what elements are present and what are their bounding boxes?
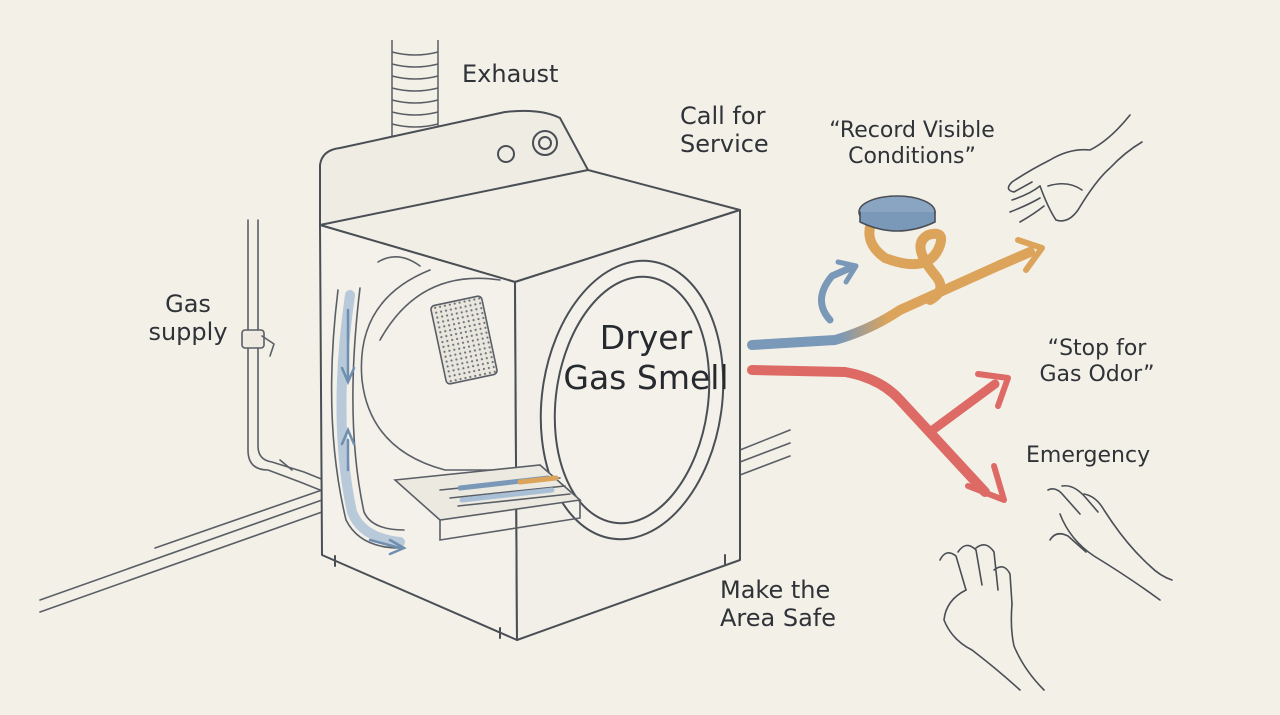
gas-supply-label: Gas supply [148,290,228,347]
emergency-label: Emergency [1026,443,1151,468]
floor-lines [39,429,791,613]
make-the-area-safe-label: Make the Area Safe [720,576,837,633]
hand-bottom-left [939,544,1045,691]
exhaust-duct [391,40,439,140]
stop-for-gas-odor-label: “Stop for Gas Odor” [1039,336,1155,387]
record-visible-conditions-label: “Record Visible Conditions” [829,118,995,169]
airflow-path [336,290,559,556]
hand-top-right [1007,114,1143,223]
hand-bottom-right [1047,484,1173,601]
flow-paths [747,195,1045,503]
exhaust-label: Exhaust [462,60,559,88]
dryer-gas-smell-label: Dryer Gas Smell [563,318,729,398]
call-for-service-label: Call for Service [680,102,769,159]
